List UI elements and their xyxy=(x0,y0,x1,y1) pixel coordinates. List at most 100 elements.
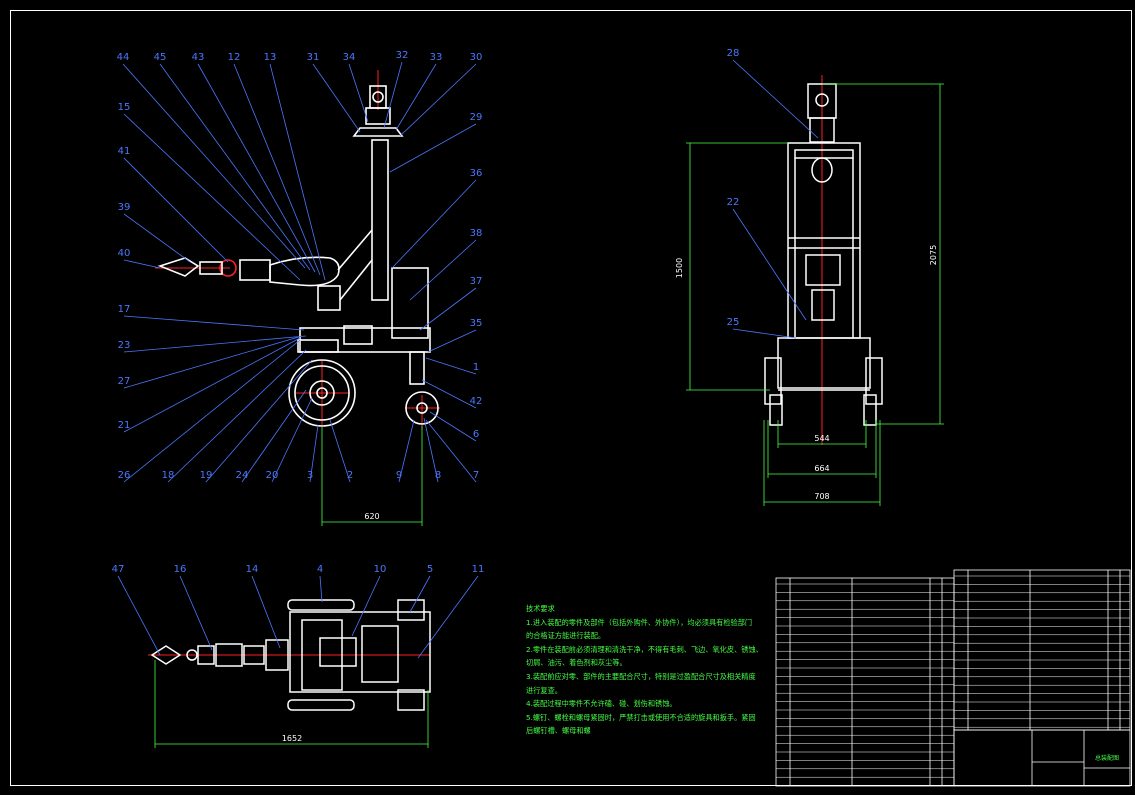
tech-note-line: 切屑、油污、着色剂和灰尘等。 xyxy=(526,658,627,668)
dim-544: 544 xyxy=(814,434,829,443)
side-leader-25 xyxy=(732,328,797,339)
front-balloon-24: 24 xyxy=(236,470,249,481)
tech-notes-title: 技术要求 xyxy=(526,604,555,613)
dim-1500: 1500 xyxy=(675,258,684,278)
title-block xyxy=(953,729,1131,787)
parts-list xyxy=(775,569,1131,787)
front-balloon-42: 42 xyxy=(470,396,483,407)
front-leader-8 xyxy=(423,417,439,483)
front-balloon-29: 29 xyxy=(470,112,483,123)
top-gripper xyxy=(150,645,182,665)
front-leader-32 xyxy=(383,61,403,129)
arm-segment xyxy=(269,256,340,287)
top-leader-10 xyxy=(351,575,381,637)
front-balloon-27: 27 xyxy=(118,376,131,387)
front-leader-20 xyxy=(271,397,313,483)
front-balloon-2: 2 xyxy=(347,470,353,481)
front-leader-9 xyxy=(398,419,415,483)
front-leader-2 xyxy=(329,419,351,483)
tech-note-line: 5.螺钉、螺栓和螺母紧固时，严禁打击或使用不合适的旋具和扳手。紧固 xyxy=(526,712,756,722)
front-leader-18 xyxy=(167,349,307,483)
top-leader-14 xyxy=(251,575,281,649)
front-balloon-18: 18 xyxy=(162,470,175,481)
front-dimension xyxy=(321,426,423,526)
top-chassis xyxy=(289,611,431,693)
front-balloon-26: 26 xyxy=(118,470,131,481)
front-leader-19 xyxy=(205,359,313,483)
front-balloon-9: 9 xyxy=(396,470,402,481)
front-balloon-38: 38 xyxy=(470,228,483,239)
front-balloon-13: 13 xyxy=(264,52,277,63)
front-leader-6 xyxy=(429,411,477,442)
dim-1652: 1652 xyxy=(282,734,302,743)
front-leader-12 xyxy=(233,63,321,276)
parts-list-rows xyxy=(776,575,1130,786)
front-leader-42 xyxy=(421,379,477,409)
front-balloon-21: 21 xyxy=(118,420,131,431)
front-balloon-6: 6 xyxy=(473,429,479,440)
front-leader-21 xyxy=(123,337,301,433)
front-leader-13 xyxy=(269,63,326,281)
top-leader-4 xyxy=(319,575,323,603)
front-balloon-20: 20 xyxy=(266,470,279,481)
front-leader-43 xyxy=(197,63,316,273)
leader-lines xyxy=(117,59,819,659)
front-leader-36 xyxy=(391,179,477,269)
top-leader-47 xyxy=(117,575,161,656)
top-balloon-16: 16 xyxy=(174,564,187,575)
top-leader-11 xyxy=(417,575,479,659)
side-balloon-28: 28 xyxy=(727,48,740,59)
dim-664: 664 xyxy=(814,464,829,473)
front-balloon-34: 34 xyxy=(343,52,356,63)
front-balloon-12: 12 xyxy=(228,52,241,63)
front-leader-26 xyxy=(123,339,301,483)
front-leader-35 xyxy=(427,329,477,353)
side-base xyxy=(777,337,871,389)
front-balloon-45: 45 xyxy=(154,52,167,63)
side-balloon-22: 22 xyxy=(727,197,740,208)
front-balloon-41: 41 xyxy=(118,146,131,157)
drawing-name: 总装配图 xyxy=(1095,754,1119,762)
front-leader-1 xyxy=(425,357,477,375)
front-balloon-35: 35 xyxy=(470,318,483,329)
front-balloon-43: 43 xyxy=(192,52,205,63)
front-leader-30 xyxy=(399,63,477,137)
tech-note-line: 进行复查。 xyxy=(526,685,562,695)
top-balloon-4: 4 xyxy=(317,564,323,575)
front-leader-29 xyxy=(389,123,477,173)
top-balloon-14: 14 xyxy=(246,564,259,575)
side-dimensions xyxy=(686,83,944,506)
front-balloon-19: 19 xyxy=(200,470,213,481)
top-leader-16 xyxy=(179,575,213,651)
technical-requirements: 技术要求 1.进入装配的零件及部件（包括外购件、外协件），均必须具有检验部门 的… xyxy=(526,602,766,738)
top-leader-5 xyxy=(409,575,431,613)
side-leader-28 xyxy=(732,59,819,139)
front-balloon-3: 3 xyxy=(307,470,313,481)
front-leader-34 xyxy=(348,63,369,123)
front-leader-40 xyxy=(123,259,161,269)
top-balloon-10: 10 xyxy=(374,564,387,575)
front-leader-45 xyxy=(159,63,311,271)
front-balloon-32: 32 xyxy=(396,50,409,61)
front-leader-23 xyxy=(123,335,307,353)
dim-2075: 2075 xyxy=(929,245,938,265)
front-leader-24 xyxy=(241,389,307,483)
tech-note-line: 的合格证方能进行装配。 xyxy=(526,631,606,641)
front-balloon-17: 17 xyxy=(118,304,131,315)
side-view xyxy=(764,75,883,445)
front-leader-38 xyxy=(409,239,477,301)
top-balloon-5: 5 xyxy=(427,564,433,575)
front-leader-3 xyxy=(309,424,319,483)
front-balloon-39: 39 xyxy=(118,202,131,213)
tech-note-line: 1.进入装配的零件及部件（包括外购件、外协件），均必须具有检验部门 xyxy=(526,617,753,627)
top-dimension xyxy=(154,660,429,748)
mast xyxy=(371,139,389,301)
top-balloon-47: 47 xyxy=(112,564,125,575)
front-leader-33 xyxy=(395,63,437,131)
top-balloon-11: 11 xyxy=(472,564,485,575)
front-balloon-31: 31 xyxy=(307,52,320,63)
front-leader-39 xyxy=(123,213,191,263)
front-leader-31 xyxy=(312,63,361,133)
